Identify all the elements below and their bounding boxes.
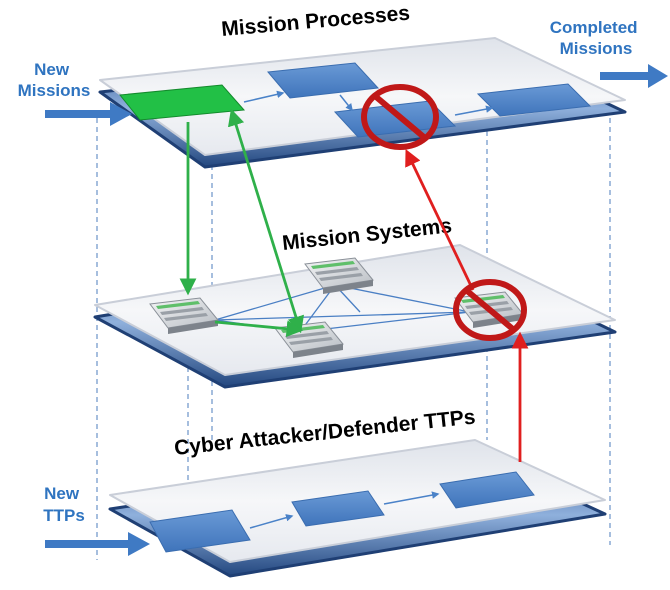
- process-box: [439, 471, 535, 509]
- no-entry-icon: [361, 84, 439, 150]
- new-missions-arrow: [45, 102, 132, 126]
- completed-missions-label-line1: Completed: [550, 18, 638, 37]
- new-ttps-label-line1: New: [44, 484, 80, 503]
- server-icon: [304, 257, 374, 294]
- new-missions-label-line2: Missions: [18, 81, 91, 100]
- process-box: [267, 62, 380, 99]
- flow-arrow: [249, 514, 294, 529]
- completed-missions-label-line2: Missions: [560, 39, 633, 58]
- mission-dependency-arrows: [179, 108, 305, 338]
- attack-path-arrows: [405, 148, 529, 462]
- no-entry-icon: [453, 279, 527, 341]
- new-ttps-label-line2: TTPs: [43, 506, 85, 525]
- new-ttps-arrow: [45, 532, 150, 556]
- process-box: [149, 509, 251, 553]
- completed-missions-label: Completed Missions: [550, 18, 643, 58]
- flow-arrow: [243, 90, 285, 103]
- new-missions-label: New Missions: [18, 60, 91, 100]
- middle-layer-title: Mission Systems: [281, 214, 453, 255]
- bottom-layer-processes: [149, 471, 535, 553]
- flow-arrow: [454, 105, 494, 116]
- process-box: [291, 490, 385, 527]
- new-missions-label-line1: New: [34, 60, 70, 79]
- top-layer-title: Mission Processes: [220, 2, 410, 41]
- new-ttps-label: New TTPs: [43, 484, 85, 525]
- completed-missions-arrow: [600, 64, 668, 88]
- flow-arrow: [339, 94, 353, 112]
- vertical-guides: [96, 118, 611, 560]
- flow-arrow: [383, 491, 440, 505]
- server-icon: [149, 297, 219, 334]
